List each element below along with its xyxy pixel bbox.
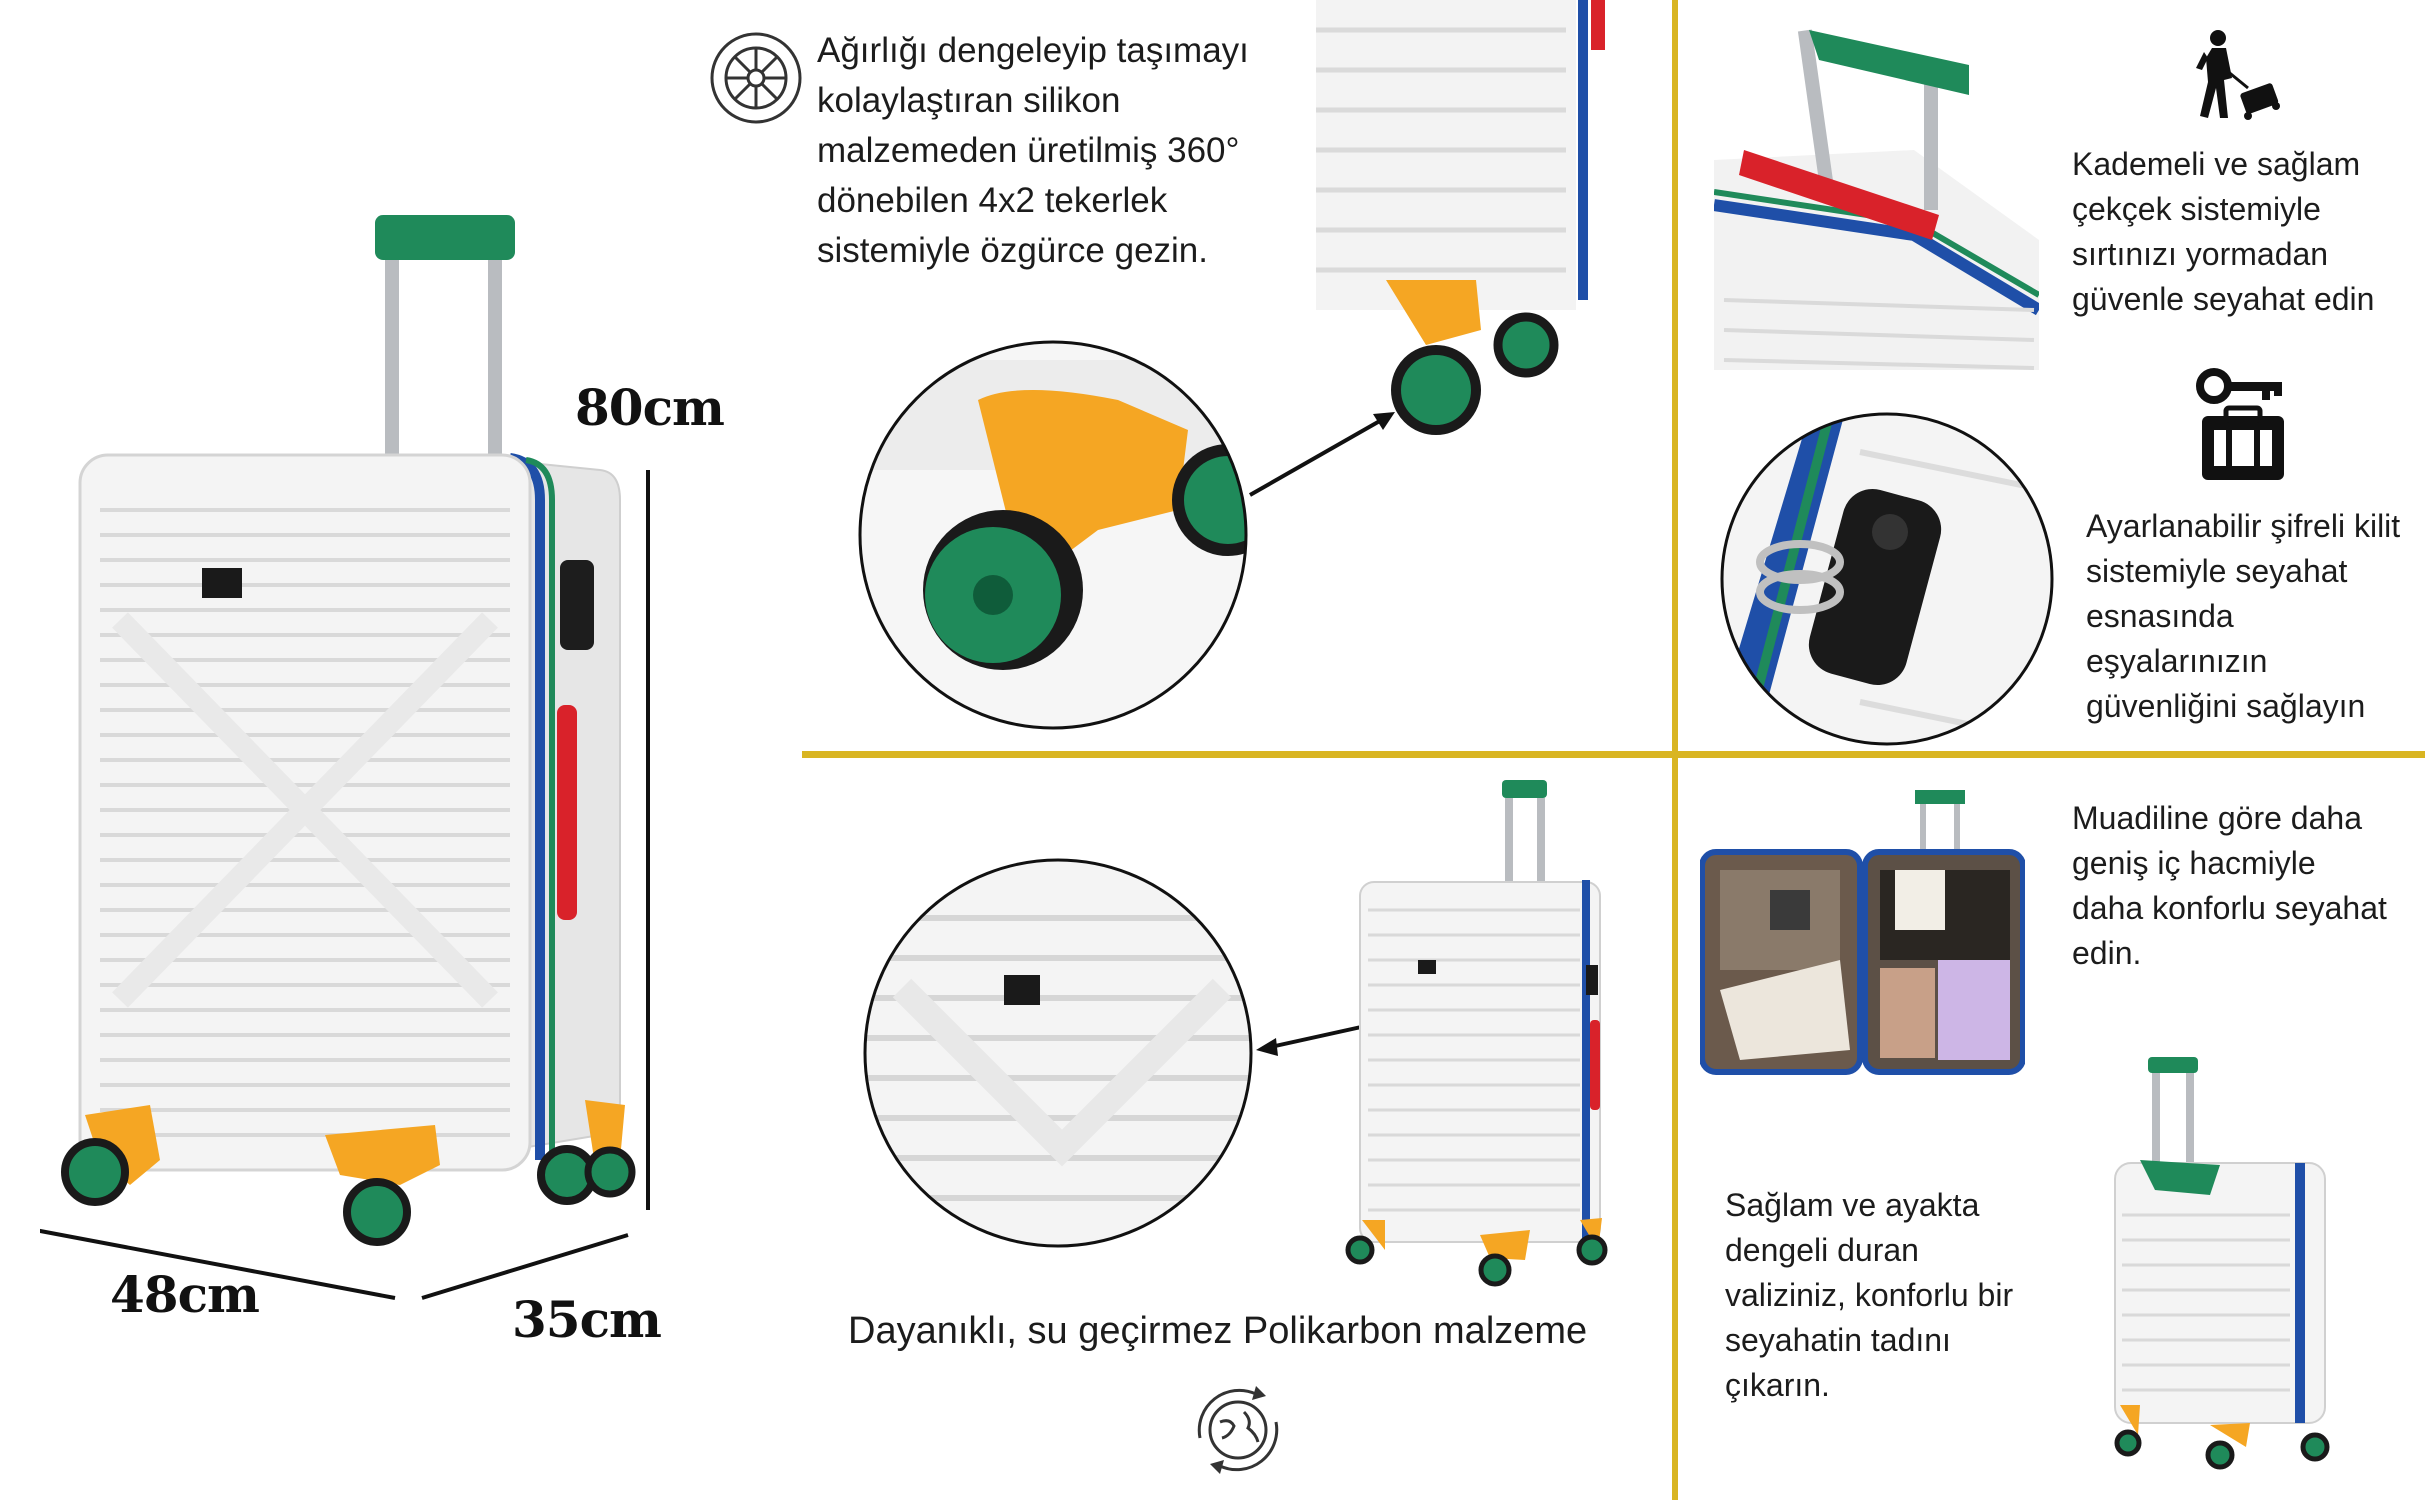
- traveler-with-suitcase-icon: [2188, 28, 2288, 128]
- wheels-description: Ağırlığı dengeleyip taşımayı kolaylaştır…: [817, 31, 1249, 270]
- suitcase-front-photo: [1340, 780, 1640, 1290]
- height-dimension-label: 80cm: [575, 378, 725, 437]
- open-suitcase-photo: [1700, 790, 2025, 1080]
- key-suitcase-icon: [2192, 368, 2292, 488]
- suitcase-wheel-photo: [1316, 0, 1656, 440]
- width-dimension-label: 48cm: [110, 1265, 260, 1324]
- material-closeup-image: [862, 858, 1254, 1248]
- wheel-closeup-image: [858, 340, 1248, 730]
- wheel-icon: [708, 30, 804, 126]
- pointer-arrow: [1245, 400, 1405, 510]
- recycle-globe-icon: [1186, 1378, 1290, 1482]
- volume-description: Muadiline göre daha geniş iç hacmiyle da…: [2072, 800, 2387, 971]
- main-suitcase-image: [40, 200, 760, 1350]
- material-description: Dayanıklı, su geçirmez Polikarbon malzem…: [848, 1310, 1588, 1352]
- depth-dimension-label: 35cm: [512, 1290, 662, 1349]
- lock-description: Ayarlanabilir şifreli kilit sistemiyle s…: [2086, 508, 2401, 724]
- horizontal-divider: [802, 751, 2425, 758]
- handle-closeup-photo: [1714, 10, 2039, 370]
- suitcase-back-photo: [2100, 1055, 2340, 1470]
- stability-description: Sağlam ve ayakta dengeli duran valiziniz…: [1725, 1187, 2014, 1403]
- vertical-divider: [1672, 0, 1678, 1500]
- lock-closeup-image: [1720, 412, 2055, 747]
- handle-description: Kademeli ve sağlam çekçek sistemiyle sır…: [2072, 146, 2375, 317]
